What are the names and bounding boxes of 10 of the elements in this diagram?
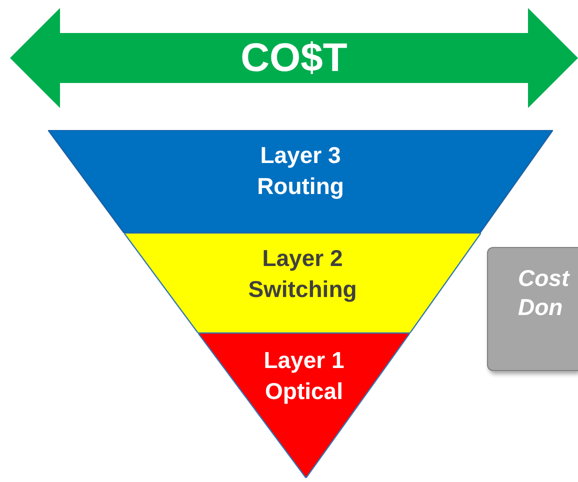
layer-label: Layer 3 Routing bbox=[256, 141, 345, 201]
layer-label: Layer 2 Switching bbox=[247, 244, 358, 304]
layer-label: CO$T bbox=[240, 36, 348, 80]
layer-band bbox=[198, 333, 410, 478]
double-arrow bbox=[10, 8, 578, 108]
note-box bbox=[487, 247, 578, 371]
note-text: Cost Don bbox=[518, 264, 568, 322]
layer-band bbox=[124, 233, 481, 333]
layer-label: Layer 1 Optical bbox=[262, 346, 346, 406]
layer-band bbox=[48, 130, 553, 233]
